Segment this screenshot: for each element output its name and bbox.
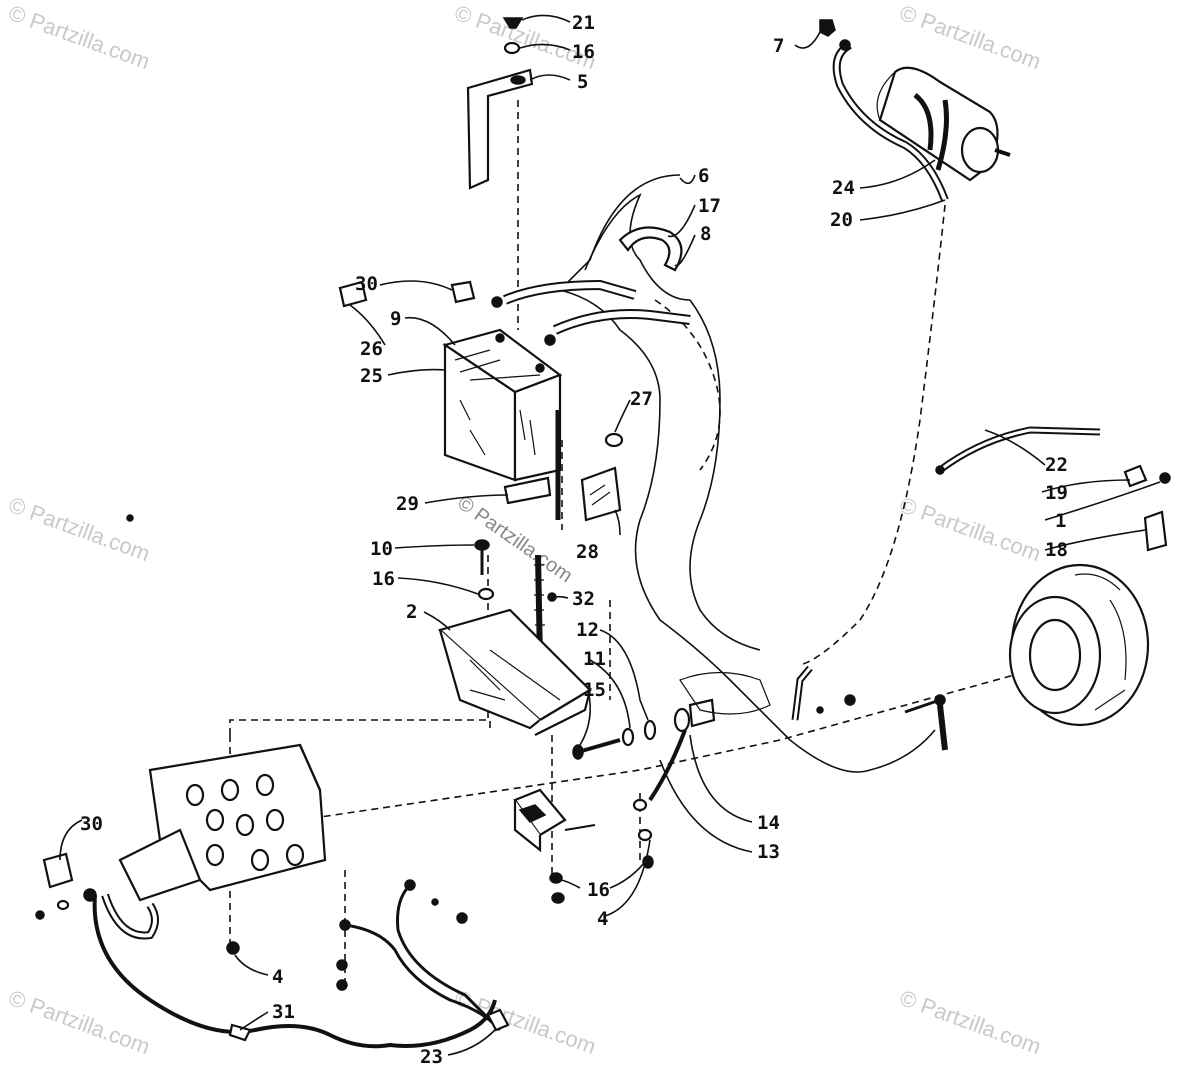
callout-29: 29 [396,493,419,515]
callout-21: 21 [572,12,595,34]
washer-stack-right [632,798,654,869]
callout-14: 14 [757,812,780,834]
bolt-10 [474,539,490,575]
callout-labels: 21 16 5 7 6 17 8 24 20 30 9 26 25 27 29 … [80,12,1068,1068]
callout-30: 30 [355,273,378,295]
callout-6: 6 [698,165,709,187]
decal-28 [580,466,622,522]
bulb-19 [1123,464,1148,488]
callout-20: 20 [830,209,853,231]
callout-31: 31 [272,1001,295,1023]
callout-12: 12 [576,619,599,641]
callout-13: 13 [757,841,780,863]
nut-4-left [226,941,240,955]
wiring-harness [558,174,936,773]
terminal-cover-27 [604,432,624,448]
pad-18 [1143,510,1168,552]
engine-mount [679,671,771,715]
cable-31 [35,888,497,1049]
callout-16: 16 [372,568,395,590]
nut-21 [502,17,524,29]
nut-7 [819,19,836,37]
solenoid-icon [513,788,596,853]
headlight-cable [791,665,948,751]
pad-29 [503,476,552,505]
callout-16: 16 [587,879,610,901]
callout-8: 8 [700,223,711,245]
callout-leaders [59,14,1161,1056]
callout-24: 24 [832,177,855,199]
wire-22 [935,426,1101,475]
assembly-lines [229,100,1141,985]
decal-26 [338,280,368,308]
callout-30: 30 [80,813,103,835]
bolt-15 [572,738,621,760]
starter-motor-icon [832,39,1011,202]
washer-16-mid [477,587,495,601]
callout-19: 19 [1045,482,1068,504]
nut-1 [1159,472,1171,484]
callout-2: 2 [406,601,417,623]
callout-22: 22 [1045,454,1068,476]
callout-27: 27 [630,388,653,410]
strap-17 [618,226,683,272]
control-box [118,743,327,902]
washer-11 [621,727,635,747]
callout-25: 25 [360,365,383,387]
callout-11: 11 [583,648,606,670]
cable-23 [126,514,510,1032]
battery-icon [442,328,563,482]
headlight-icon [1008,563,1150,727]
battery-tray-2 [437,608,592,736]
callout-15: 15 [583,679,606,701]
washer-16-top [503,41,521,55]
callout-32: 32 [572,588,595,610]
clamp-14 [648,698,716,802]
callout-17: 17 [698,195,721,217]
battery-hold-down-bracket [466,68,534,190]
callout-10: 10 [370,538,393,560]
screw-32 [547,592,557,602]
callout-7: 7 [773,35,784,57]
callout-18: 18 [1045,539,1068,561]
callout-1: 1 [1055,510,1066,532]
washer-12 [643,719,657,741]
callout-16: 16 [572,41,595,63]
callout-23: 23 [420,1046,443,1068]
callout-9: 9 [390,308,401,330]
callout-4: 4 [272,966,283,988]
connector-30 [42,852,74,889]
washer-stack-center [549,872,565,904]
callout-5: 5 [577,71,588,93]
callout-4: 4 [597,908,608,930]
callout-26: 26 [360,338,383,360]
battery-cables [450,279,691,346]
callout-28: 28 [576,541,599,563]
